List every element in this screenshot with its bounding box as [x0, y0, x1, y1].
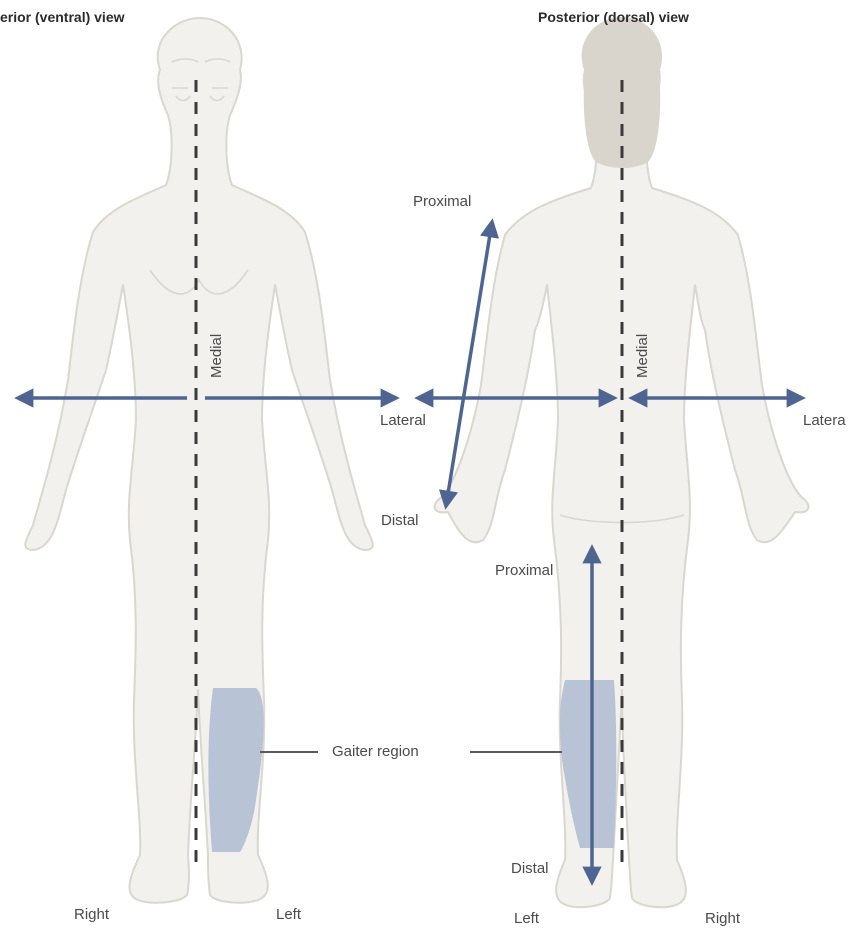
lateral-label-posterior: Latera	[803, 412, 846, 429]
posterior-hair	[583, 18, 661, 168]
right-side-label-anterior: Right	[74, 906, 109, 923]
left-side-label-posterior: Left	[514, 910, 539, 927]
posterior-view-title: Posterior (dorsal) view	[538, 9, 689, 25]
gaiter-region-label: Gaiter region	[332, 743, 419, 760]
distal-label-leg: Distal	[511, 860, 549, 877]
medial-label-posterior: Medial	[634, 334, 651, 378]
anterior-body-silhouette	[25, 18, 372, 903]
proximal-label-arm: Proximal	[413, 193, 471, 210]
anterior-figure	[25, 18, 372, 903]
left-side-label-anterior: Left	[276, 906, 301, 923]
proximal-label-leg: Proximal	[495, 562, 553, 579]
anterior-view-title: erior (ventral) view	[0, 9, 125, 25]
distal-label-arm: Distal	[381, 512, 419, 529]
lateral-label-anterior: Lateral	[380, 412, 426, 429]
right-side-label-posterior: Right	[705, 910, 740, 927]
medial-label-anterior: Medial	[208, 334, 225, 378]
